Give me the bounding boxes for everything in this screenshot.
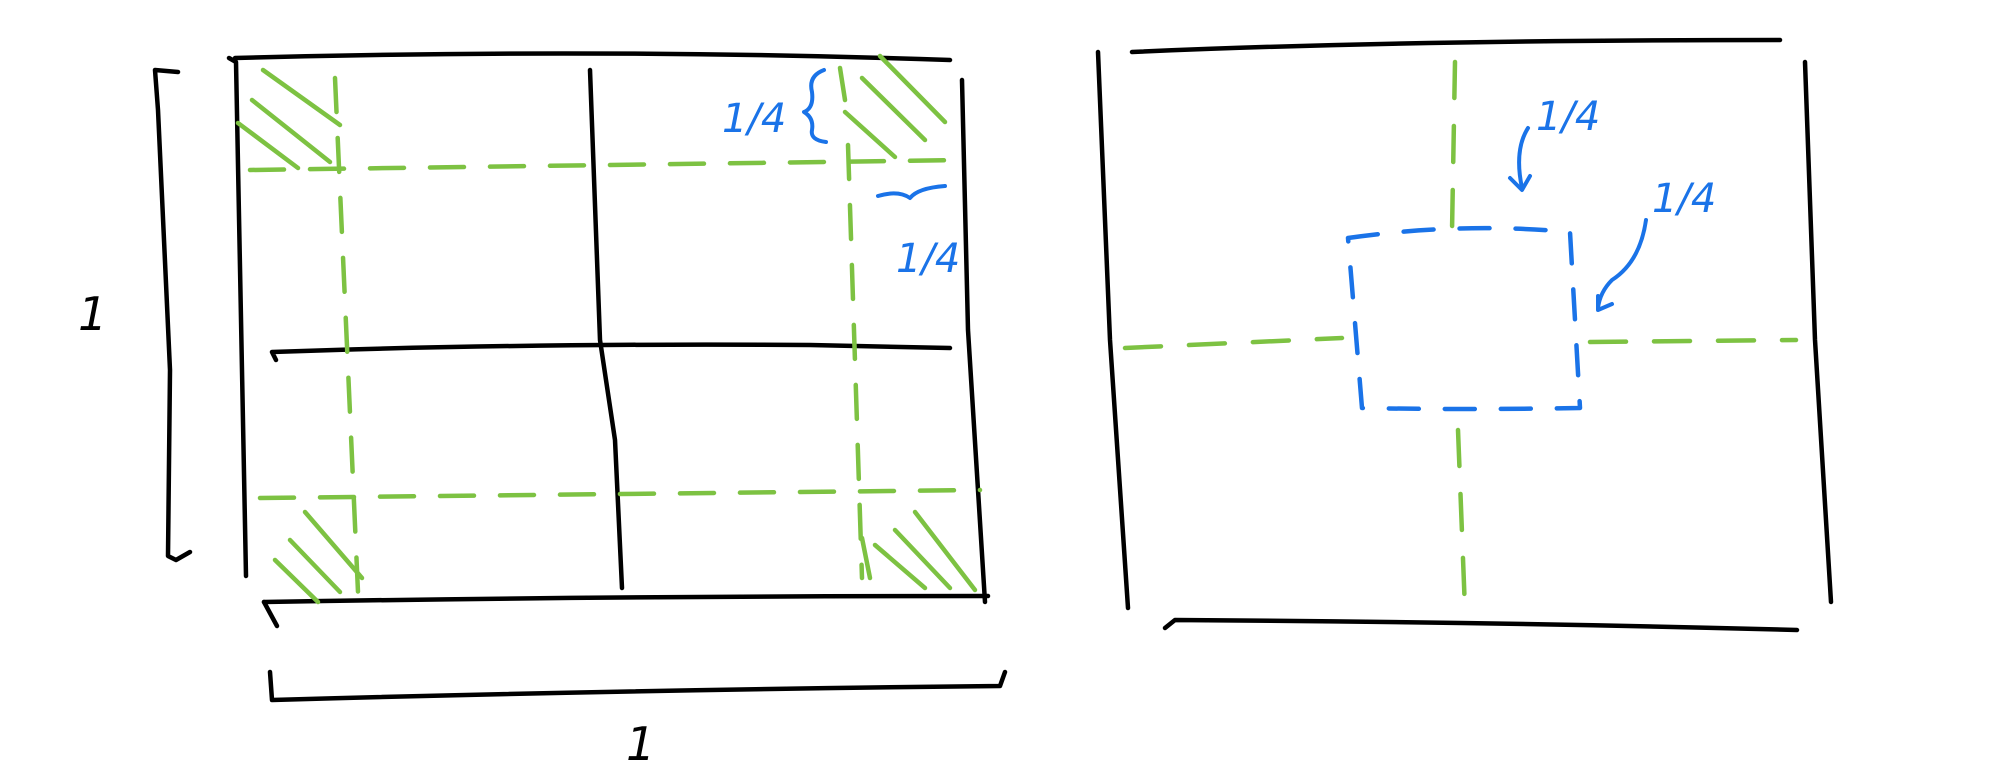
right-panel: 1/4 1/4 (1095, 37, 1834, 633)
side-offset-arrow (1596, 218, 1648, 312)
height-bracket (152, 67, 193, 563)
corner-hatch-bottom-right (859, 509, 978, 593)
corner-hatch-top-left (235, 67, 343, 171)
top-margin-brace (802, 68, 828, 144)
left-panel: 1 1 1/4 1/4 (78, 51, 1008, 771)
height-label: 1 (78, 287, 107, 341)
top-offset-label: 1/4 (1536, 94, 1600, 140)
width-label: 1 (626, 717, 655, 771)
left-panel-grid-lines (269, 67, 953, 591)
side-margin-brace (876, 184, 947, 200)
top-offset-arrow (1508, 126, 1532, 192)
left-guide-lines (247, 75, 983, 595)
corner-hatch-top-right (837, 53, 948, 160)
side-margin-label: 1/4 (896, 236, 960, 282)
right-guide-lines (1122, 59, 1799, 613)
left-panel-outline (226, 51, 991, 629)
right-panel-outline (1095, 37, 1834, 633)
corner-hatch-bottom-left (272, 509, 365, 605)
width-bracket (267, 669, 1008, 703)
center-dashed-box (1345, 225, 1583, 412)
top-margin-label: 1/4 (722, 96, 786, 142)
side-offset-label: 1/4 (1652, 176, 1716, 222)
